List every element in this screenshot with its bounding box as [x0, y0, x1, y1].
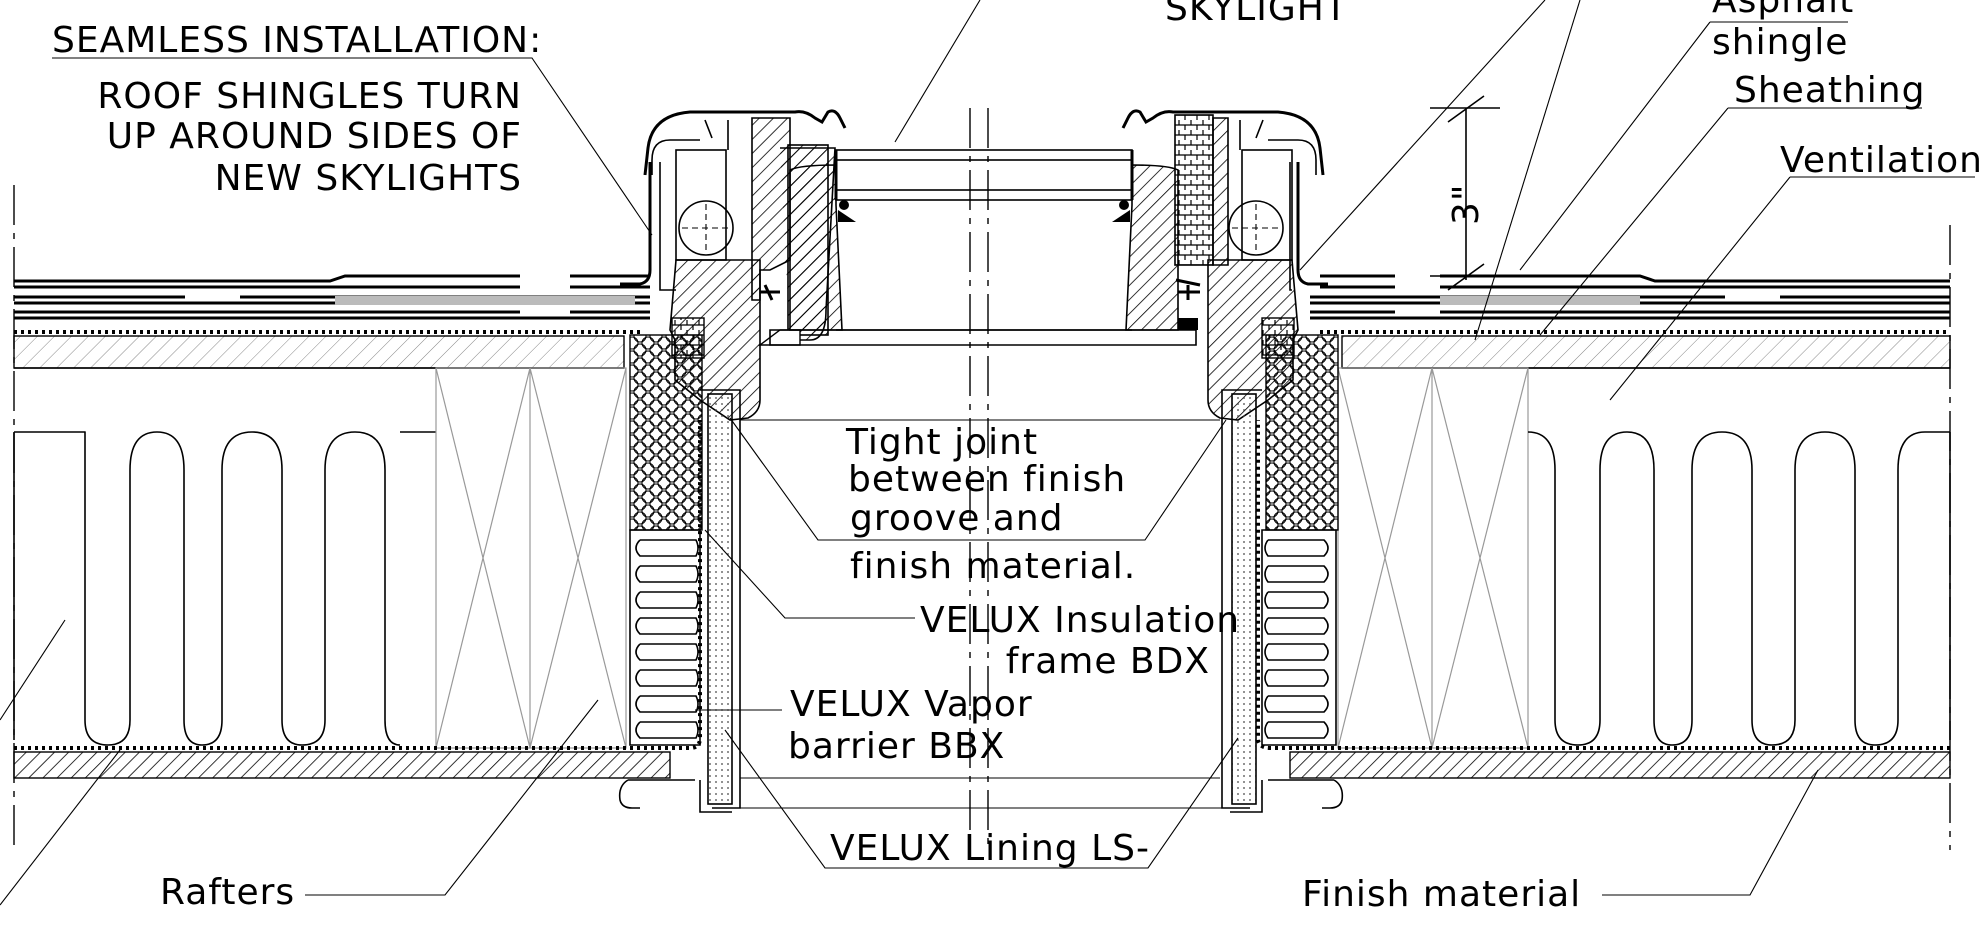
label-vapor-line2: barrier BBX	[788, 726, 1005, 767]
roof-assembly-right	[1256, 274, 1951, 779]
roof-assembly-left	[13, 274, 702, 779]
finish-board-left	[13, 751, 671, 779]
skylight-glazing	[769, 149, 1197, 346]
hinge-circle-left	[678, 200, 734, 256]
sheathing-right	[1341, 335, 1951, 369]
insulation-frame-right	[1265, 334, 1339, 531]
label-asphalt-line1: Asphalt	[1712, 0, 1854, 21]
label-tight-line3: groove and	[850, 498, 1064, 539]
label-rafters: Rafters	[160, 872, 295, 913]
insulation-batts-left	[13, 431, 436, 746]
finish-board-right	[1289, 751, 1951, 779]
lining-right	[1231, 393, 1257, 805]
sheathing-left	[13, 335, 625, 369]
label-asphalt-line2: shingle	[1712, 22, 1848, 63]
label-skylight: SKYLIGHT	[1165, 0, 1348, 29]
label-vapor-line1: VELUX Vapor	[790, 684, 1033, 725]
shingle-courses-right	[1310, 274, 1950, 320]
rafter-right	[1337, 367, 1529, 749]
label-seamless-line2: UP AROUND SIDES OF	[107, 116, 522, 157]
label-seamless-line1: ROOF SHINGLES TURN	[97, 76, 522, 117]
label-sheathing: Sheathing	[1734, 70, 1925, 111]
insulation-batts-right	[1527, 431, 1951, 746]
label-seamless-line3: NEW SKYLIGHTS	[215, 158, 522, 199]
label-tight-line1: Tight joint	[845, 422, 1038, 463]
vapor-line-left	[14, 420, 702, 750]
dimension-3in	[1430, 95, 1500, 291]
label-ventilation: Ventilation	[1780, 140, 1982, 181]
vapor-line-right	[1256, 420, 1950, 750]
label-finish: Finish material	[1302, 874, 1581, 915]
insulation-frame-left	[629, 334, 703, 531]
label-tight-line2: between finish	[848, 459, 1126, 500]
label-lining: VELUX Lining LS-	[830, 828, 1150, 869]
center-lines	[13, 108, 1951, 850]
rafter-left	[435, 367, 627, 749]
label-seamless-title: SEAMLESS INSTALLATION:	[52, 20, 542, 61]
corrugated-insulation-left	[629, 529, 701, 746]
lining-left	[707, 393, 733, 805]
label-insulation-line1: VELUX Insulation	[920, 600, 1240, 641]
shingle-courses-left	[14, 274, 650, 320]
corrugated-insulation-right	[1261, 529, 1337, 746]
leader-lines	[0, 0, 1975, 906]
skylight-frame-right	[1121, 109, 1344, 813]
label-insulation-line2: frame BDX	[1006, 641, 1210, 682]
hinge-circle-right	[1228, 200, 1284, 256]
labels: SEAMLESS INSTALLATION: ROOF SHINGLES TUR…	[52, 0, 1982, 915]
label-tight-line4: finish material.	[850, 546, 1136, 587]
label-dimension: 3"	[1446, 184, 1487, 225]
